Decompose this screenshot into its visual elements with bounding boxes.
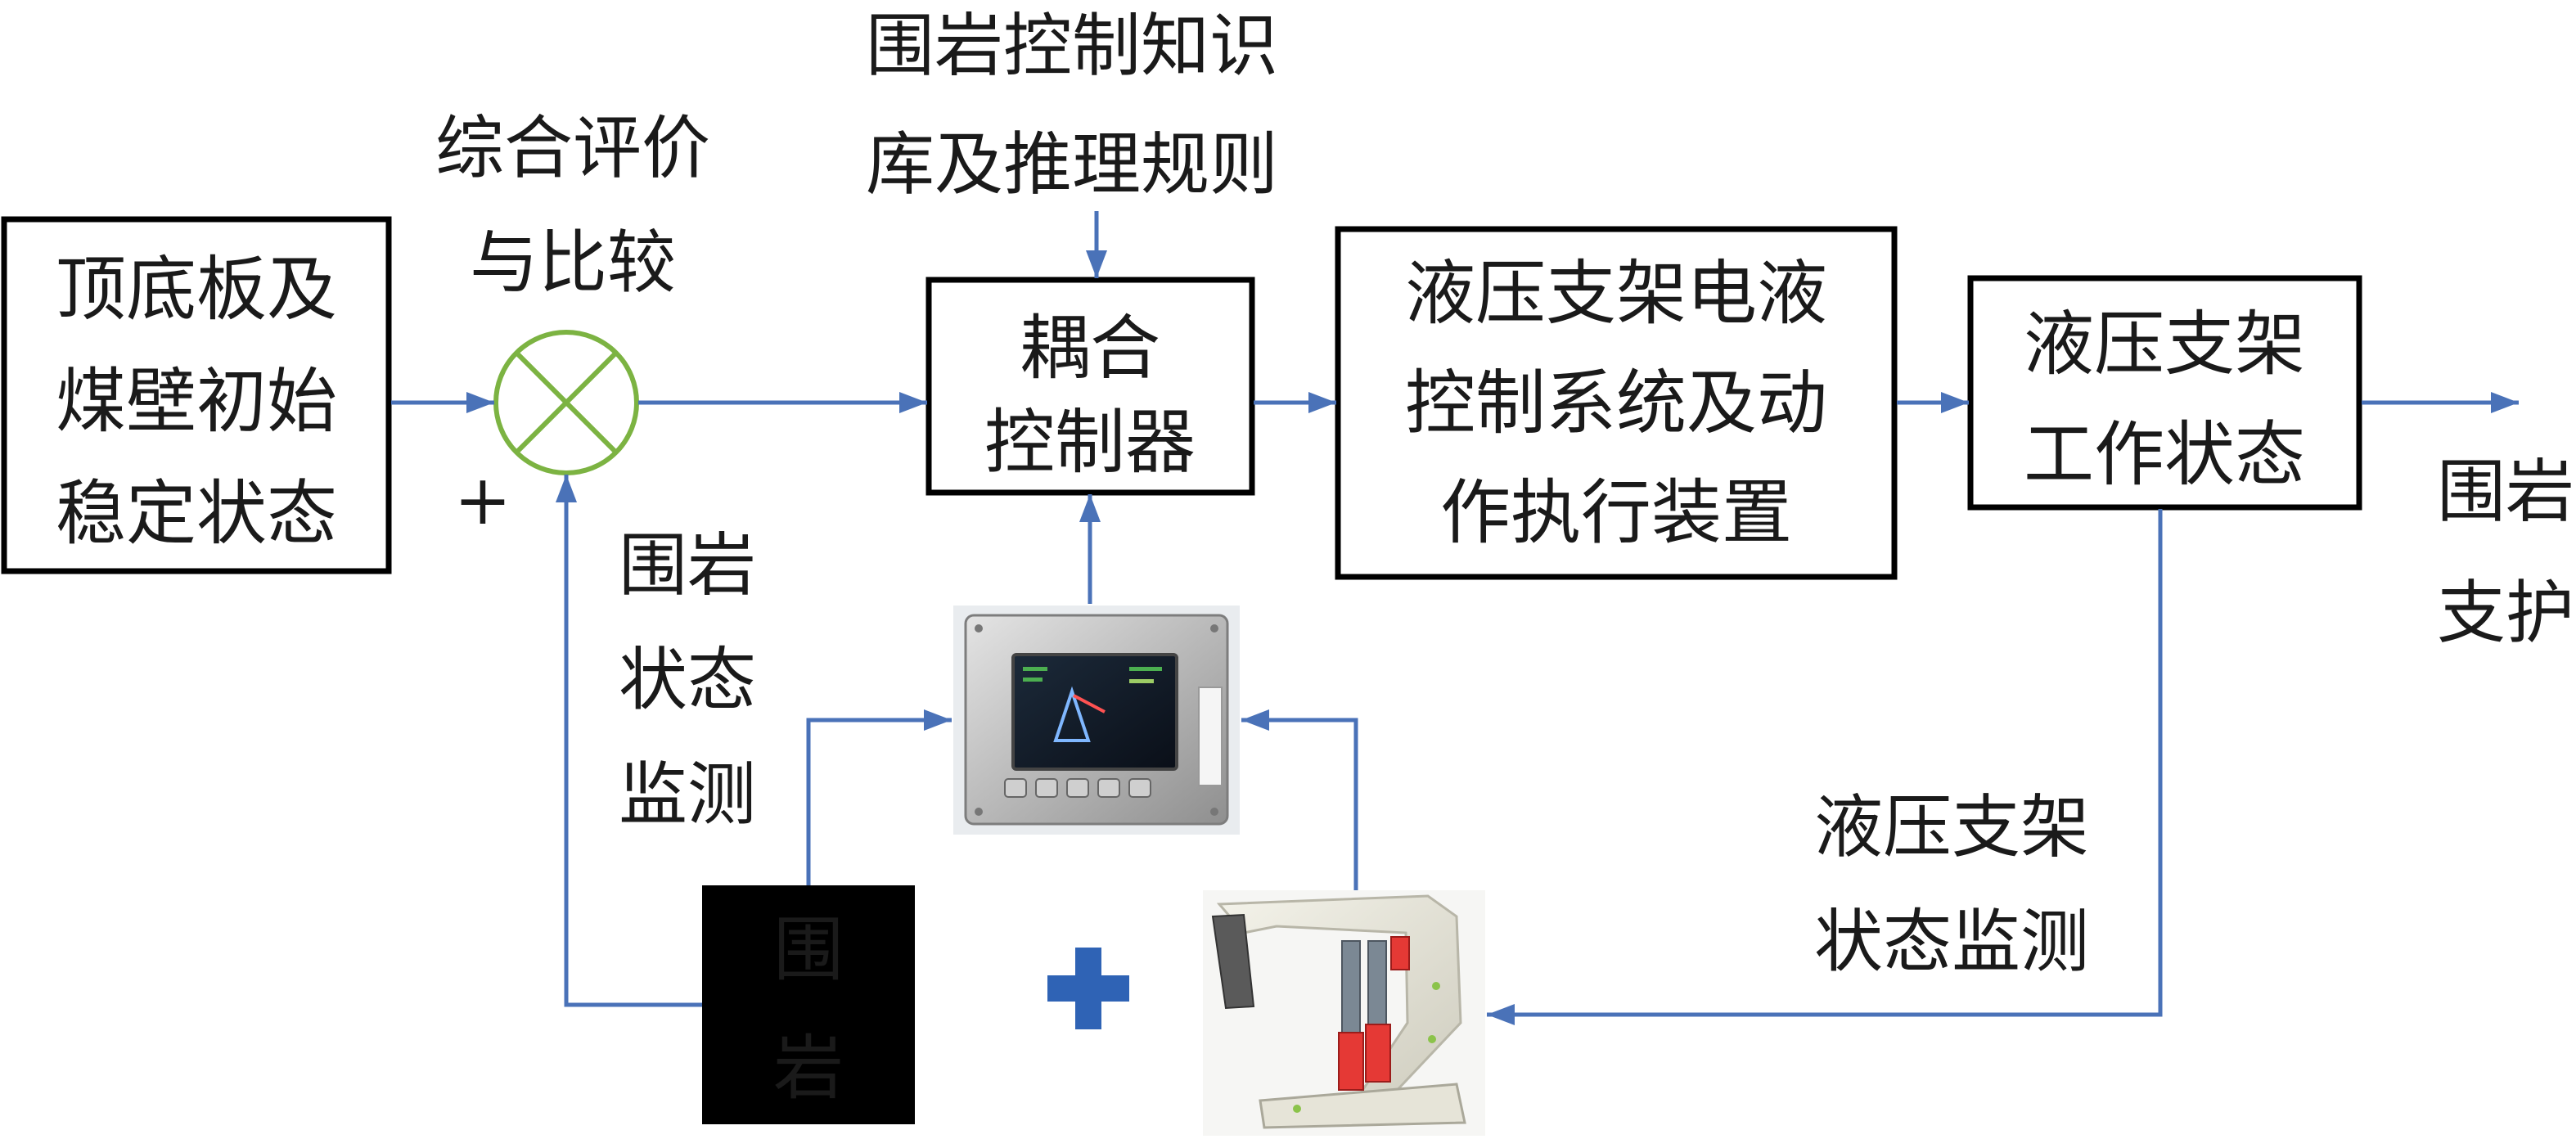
- initial-state-line-2: 煤壁初始: [56, 361, 337, 443]
- ehc-system-line-1: 液压支架电液: [1405, 253, 1827, 335]
- initial-state-block: 顶底板及 煤壁初始 稳定状态: [1, 216, 392, 574]
- support-model-to-device-arrowhead: [1241, 709, 1269, 731]
- rock-monitoring-line-3: 监测: [619, 754, 756, 835]
- ehc-to-support-state-arrowhead: [1941, 392, 1969, 413]
- initial-state-line-1: 顶底板及: [56, 249, 337, 331]
- initial-to-comparator-arrowhead: [466, 392, 494, 413]
- coupling-controller-line-2: 控制器: [984, 402, 1196, 484]
- support-monitoring-line-1: 液压支架: [1814, 787, 2089, 867]
- rock-to-device-arrowhead: [924, 709, 952, 731]
- knowledge-to-controller-arrowhead: [1086, 250, 1107, 278]
- hydraulic-support-3d-model: [1203, 890, 1485, 1136]
- plus-sign-label: +: [454, 460, 511, 540]
- rock-feedback-to-comparator-line: [564, 475, 702, 1007]
- plus-icon: [1047, 948, 1129, 1029]
- support-state-to-model-line: [1487, 509, 2163, 1017]
- comparator-to-controller-arrowhead: [899, 392, 927, 413]
- coupling-controller-line-1: 耦合: [1020, 308, 1160, 389]
- ehc-system-block: 液压支架电液 控制系统及动 作执行装置: [1335, 226, 1898, 580]
- support-state-to-output-arrowhead: [2491, 392, 2519, 413]
- rock-block-line-1: 围: [773, 909, 844, 991]
- rock-monitoring-label: 围岩 状态 监测: [619, 525, 756, 835]
- rock-monitoring-line-1: 围岩: [619, 525, 756, 606]
- support-model-to-device-line: [1241, 718, 1358, 890]
- evaluation-line-2: 与比较: [470, 223, 676, 303]
- initial-state-line-3: 稳定状态: [56, 473, 337, 555]
- rock-to-device-line: [806, 718, 952, 885]
- ehc-system-line-2: 控制系统及动: [1405, 362, 1827, 444]
- support-state-to-model-arrowhead: [1487, 1004, 1515, 1025]
- support-state-line-2: 工作状态: [2024, 414, 2305, 496]
- coupling-controller-block: 耦合 控制器: [925, 277, 1255, 496]
- support-state-line-1: 液压支架: [2024, 304, 2305, 385]
- knowledge-base-line-2: 库及推理规则: [866, 124, 1278, 205]
- output-line-2: 支护: [2437, 573, 2574, 653]
- rock-block: 围 岩: [702, 885, 915, 1124]
- output-line-1: 围岩: [2437, 452, 2574, 532]
- connectors: [391, 211, 2519, 1025]
- evaluation-line-1: 综合评价: [435, 108, 710, 188]
- rock-feedback-to-comparator-arrowhead: [556, 475, 577, 502]
- rock-monitoring-line-2: 状态: [619, 640, 756, 720]
- knowledge-base-label: 围岩控制知识 库及推理规则: [866, 6, 1278, 205]
- support-state-block: 液压支架 工作状态: [1967, 275, 2362, 511]
- support-monitoring-label: 液压支架 状态监测: [1814, 787, 2089, 982]
- controller-to-ehc-arrowhead: [1308, 392, 1336, 413]
- rock-block-line-2: 岩: [773, 1028, 844, 1110]
- output-label: 围岩 支护: [2437, 452, 2574, 653]
- summing-junction-cross-icon: [493, 330, 639, 475]
- evaluation-label: 综合评价 与比较: [435, 108, 710, 303]
- support-monitoring-line-2: 状态监测: [1814, 902, 2089, 982]
- ehc-system-line-3: 作执行装置: [1440, 472, 1792, 554]
- device-to-controller-arrowhead: [1079, 494, 1101, 522]
- controller-device-photo: [953, 606, 1240, 835]
- knowledge-base-line-1: 围岩控制知识: [866, 6, 1278, 86]
